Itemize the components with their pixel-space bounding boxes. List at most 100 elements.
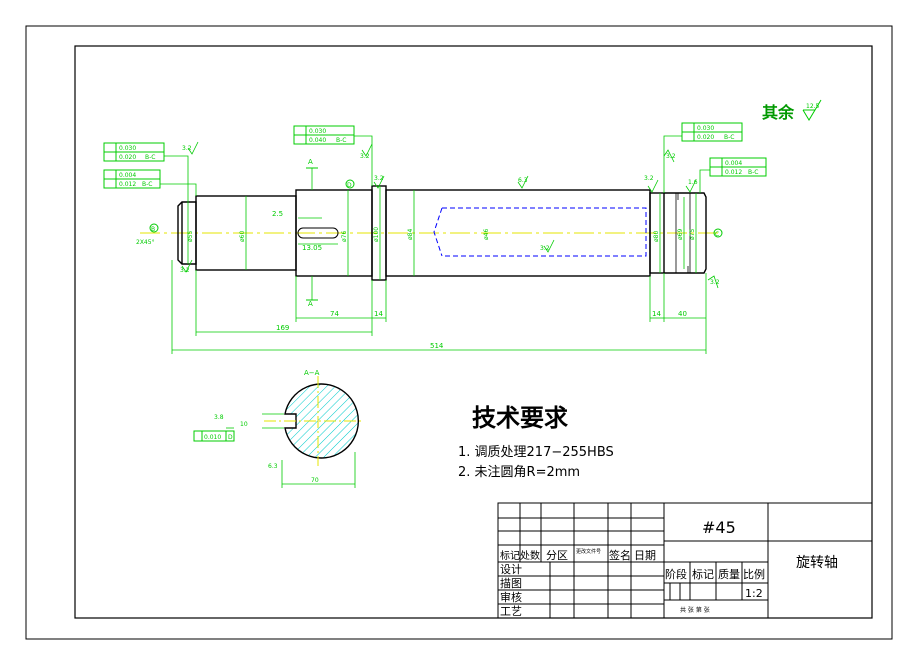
dia-84: ø84	[407, 229, 414, 240]
dia-69: ø69	[677, 229, 684, 240]
fcf-rm-v2: 0.012	[725, 169, 742, 176]
fcf-lm-ref: B-C	[142, 181, 152, 188]
chamfer-note: 2X45°	[136, 239, 155, 246]
datum-d: D	[347, 182, 352, 189]
section-dim-10: 10	[240, 421, 248, 428]
inner-border	[74, 45, 873, 619]
roughness-values: 3.2 3.2 3.2 6.3 3.2 3.2 3.2 1.6 3.2 3.2	[180, 145, 720, 286]
fcf-rt-v2: 0.020	[697, 134, 714, 141]
fcf-rm-ref: B-C	[748, 169, 758, 176]
tb-header-count: 处数	[520, 549, 540, 562]
ra-10: 3.2	[710, 279, 720, 286]
scale-value: 1:2	[745, 587, 763, 600]
fcf-lt-ref: B-C	[145, 154, 155, 161]
tb-header-sign: 签名	[609, 548, 631, 562]
tb-stage: 阶段	[665, 567, 687, 581]
fcf-rm-v1: 0.004	[725, 160, 742, 167]
fcf-right-mid: 0.004 0.012 B-C	[709, 157, 767, 177]
fcf-rt-v1: 0.030	[697, 125, 714, 132]
dim-40: 40	[678, 310, 687, 318]
material-text: #45	[702, 518, 736, 537]
section-fcf-value: 0.010	[204, 434, 221, 441]
tb-stage-mark: 标记	[692, 567, 714, 581]
tb-row-trace: 描图	[500, 576, 522, 590]
cut-label-bottom: A	[308, 300, 313, 308]
hidden-bore	[433, 207, 647, 257]
fcf-c-v1: 0.030	[309, 128, 326, 135]
tech-req-title: 技术要求	[472, 403, 568, 432]
tb-header-doc: 更改文件号	[576, 548, 601, 555]
dim-514: 514	[430, 342, 444, 350]
tb-row-design: 设计	[500, 563, 522, 576]
tech-req-item-1: 1. 调质处理217−255HBS	[458, 445, 614, 460]
section-dim-70: 70	[311, 477, 319, 484]
sheet-text: 共 张 第 张	[680, 606, 710, 614]
keyway	[297, 227, 339, 239]
ra-1: 3.2	[182, 145, 192, 152]
fcf-center: 0.030 0.040 B-C	[293, 125, 355, 145]
section-fcf: 0.010 D	[193, 430, 235, 442]
datum-b: B	[151, 226, 155, 233]
datum-c: C	[715, 231, 719, 238]
fcf-lm-v1: 0.004	[119, 172, 136, 179]
dim-14-left: 14	[374, 310, 383, 318]
dia-46: ø46	[483, 229, 490, 240]
section-fcf-ref: D	[228, 434, 233, 441]
fcf-lm-v2: 0.012	[119, 181, 136, 188]
dia-55: ø55	[187, 231, 194, 242]
section-label: A−A	[304, 369, 320, 377]
dim-74: 74	[330, 310, 339, 318]
fcf-left-mid: 0.004 0.012 B-C	[103, 169, 161, 189]
fcf-c-v2: 0.040	[309, 137, 326, 144]
ra-4: 6.3	[518, 177, 528, 184]
shaft-outline	[177, 185, 707, 281]
section-roughness: 6.3	[268, 463, 278, 470]
fcf-left-top: 0.030 0.020 B-C	[103, 142, 165, 162]
fcf-rt-ref: B-C	[724, 134, 734, 141]
ra-6: 3.2	[644, 175, 654, 182]
right-grooves	[675, 193, 691, 273]
cut-label-top: A	[308, 158, 313, 166]
tb-header-date: 日期	[634, 549, 656, 562]
section-view	[264, 376, 362, 466]
fcf-lt-v1: 0.030	[119, 145, 136, 152]
tb-stage-weight: 质量	[718, 568, 740, 581]
fcf-lt-v2: 0.020	[119, 154, 136, 161]
title-block	[497, 502, 873, 619]
tech-req-item-2: 2. 未注圆角R=2mm	[458, 465, 580, 480]
tb-stage-scale: 比例	[743, 567, 765, 581]
dim-13-05: 13.05	[302, 244, 322, 252]
section-dims	[226, 413, 356, 488]
dimension-lines	[171, 168, 707, 354]
ra-3: 3.2	[374, 175, 384, 182]
dia-75: ø75	[689, 229, 696, 240]
dia-80: ø80	[653, 231, 660, 242]
dia-60: ø60	[239, 231, 246, 242]
ra-9: 3.2	[180, 267, 190, 274]
ra-7: 3.2	[666, 153, 676, 160]
tb-row-process: 工艺	[500, 605, 522, 618]
fcf-c-ref: B-C	[336, 137, 346, 144]
ra-5: 3.2	[540, 245, 550, 252]
roughness-symbols	[181, 141, 719, 289]
section-cut-marks	[306, 167, 318, 301]
section-dim-3-8: 3.8	[214, 414, 224, 421]
dia-76: ø76	[341, 231, 348, 242]
tb-header-mark: 标记	[500, 550, 520, 562]
surface-note-roughness: 12.5	[806, 103, 820, 110]
datum-markers	[149, 179, 723, 238]
fcf-leaders	[160, 135, 710, 202]
ra-2: 3.2	[360, 153, 370, 160]
dia-100: ø100	[373, 227, 380, 242]
ra-8: 1.6	[688, 179, 698, 186]
surface-note-text: 其余	[762, 103, 795, 122]
tb-row-check: 审核	[500, 590, 522, 604]
tb-header-zone: 分区	[546, 549, 568, 562]
roughness-symbol-note	[802, 99, 822, 121]
dim-169: 169	[276, 324, 289, 332]
fcf-right-top: 0.030 0.020 B-C	[681, 122, 743, 142]
dim-14-right: 14	[652, 310, 661, 318]
outer-border	[25, 25, 893, 640]
part-name: 旋转轴	[796, 555, 838, 571]
